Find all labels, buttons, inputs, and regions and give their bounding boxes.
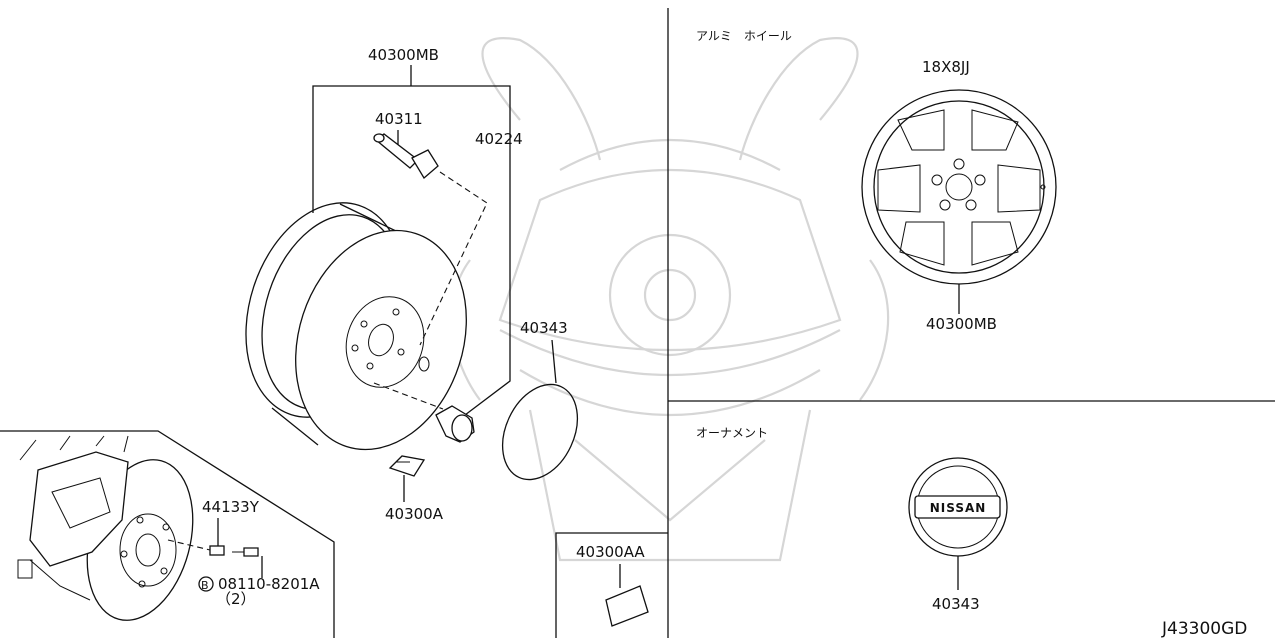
- label-wheel-spec: 18X8JJ: [922, 58, 970, 76]
- nut-icon[interactable]: [435, 405, 475, 443]
- bolt-marker: B: [201, 579, 209, 592]
- label-hub-bolt[interactable]: 44133Y: [202, 498, 260, 516]
- label-wheel-assembly[interactable]: 40300MB: [368, 46, 439, 64]
- ornament-title: オーナメント: [696, 426, 768, 440]
- balance-weight-icon[interactable]: [388, 455, 426, 477]
- brake-inset-border: [0, 430, 335, 638]
- alloy-wheel-icon[interactable]: [861, 89, 1057, 285]
- aluminum-wheel-title: アルミ ホイール: [696, 29, 792, 43]
- samurai-watermark-icon: [450, 37, 890, 562]
- ornament-text: NISSAN: [930, 501, 987, 515]
- alt-weight-inset-border: [555, 532, 668, 638]
- wheel-icon[interactable]: [220, 182, 494, 472]
- label-center-cap[interactable]: 40343: [520, 319, 568, 337]
- label-bolt-qty: （2）: [216, 590, 256, 608]
- label-bolt[interactable]: 08110-8201A: [218, 575, 320, 593]
- label-ornament[interactable]: 40343: [932, 595, 980, 613]
- brake-assembly-icon[interactable]: [17, 435, 210, 632]
- diagram-code: J43300GD: [1161, 619, 1247, 638]
- label-nut[interactable]: 40224: [475, 130, 523, 148]
- center-cap-icon[interactable]: [488, 372, 592, 491]
- nissan-ornament-icon[interactable]: NISSAN: [908, 457, 1008, 557]
- bolt-marker-circle: [198, 576, 214, 592]
- label-balance-weight-alt[interactable]: 40300AA: [576, 543, 645, 561]
- label-balance-weight[interactable]: 40300A: [385, 505, 444, 523]
- hub-bolt-icon[interactable]: [209, 545, 259, 557]
- label-wheel-assembly-detail[interactable]: 40300MB: [926, 315, 997, 333]
- balance-weight-alt-icon[interactable]: [605, 585, 649, 627]
- valve-icon[interactable]: [373, 133, 439, 179]
- label-valve[interactable]: 40311: [375, 110, 423, 128]
